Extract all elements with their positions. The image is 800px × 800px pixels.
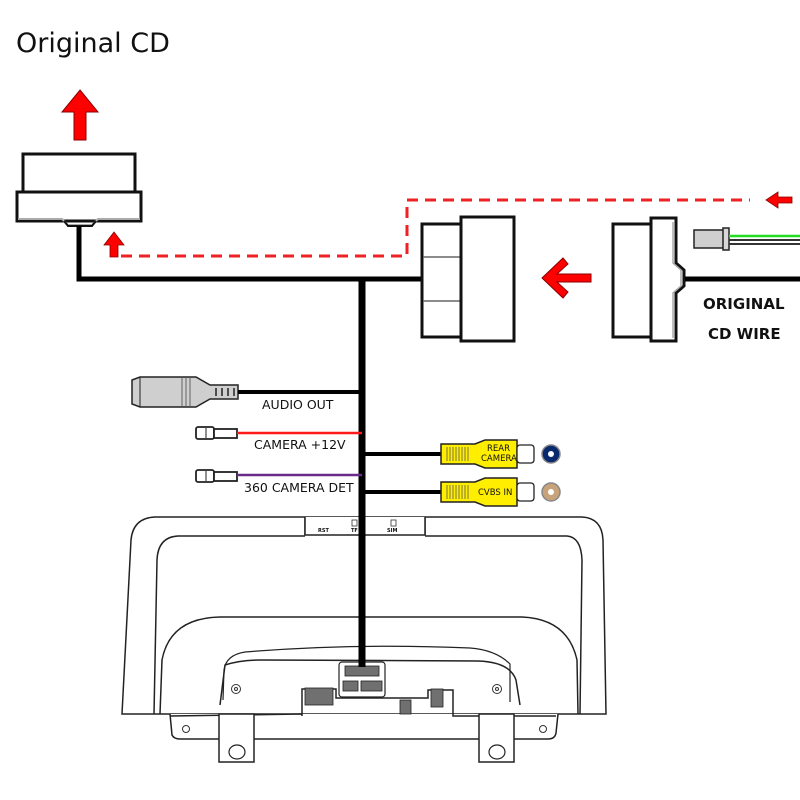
aux-port [304,687,334,706]
spade-terminal-icon [195,426,238,440]
rear-camera-label: REAR [487,444,510,454]
rca-plug-icon [440,439,535,469]
arrow-up-icon [103,231,125,258]
audio-jack-icon [131,376,239,408]
arrow-left-icon [765,191,793,209]
spade-terminal-icon [195,469,238,483]
usb-port [430,688,444,708]
slot-tf-label: TF [351,528,358,534]
sim-slot-icon [390,519,397,527]
antenna-port [399,699,412,715]
original-cd-wire-label: ORIGINAL [703,295,785,313]
mounting-bracket [478,713,515,763]
original-cd-wire-label: CD WIRE [708,325,781,343]
original-cd-unit [15,152,143,227]
arrow-left-icon [541,257,592,299]
original-cd-wire-connector [611,216,800,343]
page-title: Original CD [16,28,170,59]
camera-12v-label: CAMERA +12V [254,437,346,452]
rca-jack-icon [541,444,561,464]
camera-360-det-label: 360 CAMERA DET [244,480,354,495]
cvbs-in-label: CVBS IN [478,488,512,498]
slot-sim-label: SIM [387,528,397,534]
main-connector-port [338,661,386,698]
tf-slot-icon [351,519,358,527]
screw-icon [182,684,547,733]
harness-connector [420,215,516,343]
rca-plug-icon [440,477,535,507]
arrow-up-icon [60,89,100,141]
rca-jack-icon [541,482,561,502]
dashed-route-line [121,198,750,258]
mounting-bracket [218,713,255,763]
audio-out-label: AUDIO OUT [262,397,334,412]
slot-rst-label: RST [318,528,329,534]
rear-camera-label: CAMERA [481,454,517,464]
green-wire-plug [693,227,800,251]
